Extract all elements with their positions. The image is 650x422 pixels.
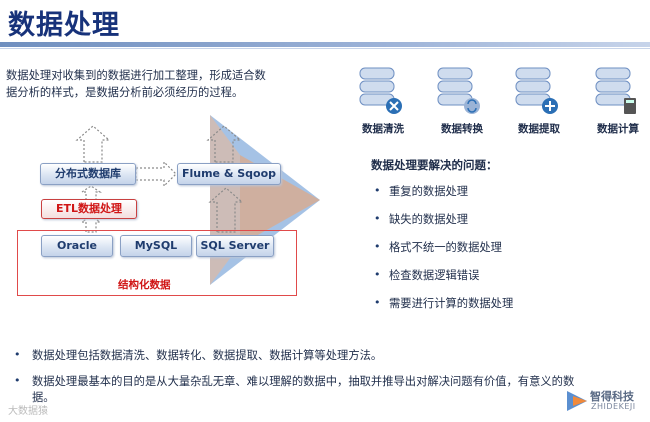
arrow-up-db xyxy=(75,125,111,163)
bottom-bullet-text: 数据处理包括数据清洗、数据转化、数据提取、数据计算等处理方法。 xyxy=(32,349,383,362)
problem-item: 需要进行计算的数据处理 xyxy=(389,297,514,310)
arrow-up-sqlserver xyxy=(208,187,244,233)
flume-sqoop-box: Flume & Sqoop xyxy=(177,163,281,185)
problem-item: 检查数据逻辑错误 xyxy=(389,269,480,282)
bottom-bullet: • xyxy=(14,348,21,361)
watermark-left: 大数据猿 xyxy=(8,406,48,417)
db-icon-extract xyxy=(514,66,558,122)
problem-bullet: • xyxy=(374,240,381,253)
calculator-icon xyxy=(595,67,636,114)
etl-box: ETL数据处理 xyxy=(41,199,137,219)
title-underline xyxy=(0,42,650,47)
mysql-box: MySQL xyxy=(120,235,192,257)
oracle-box: Oracle xyxy=(41,235,113,257)
convert-icon xyxy=(437,67,480,114)
bottom-bullet-text: 数据处理最基本的目的是从大量杂乱无章、难以理解的数据中，抽取并推导出对解决问题有… xyxy=(32,375,575,388)
intro-line-1: 数据处理对收集到的数据进行加工整理，形成适合数 xyxy=(6,69,266,82)
problem-item: 格式不统一的数据处理 xyxy=(389,241,502,254)
clean-x-icon xyxy=(359,67,402,114)
page-title: 数据处理 xyxy=(8,10,120,41)
arrow-up-etl xyxy=(80,185,102,201)
problems-title: 数据处理要解决的问题： xyxy=(371,158,498,172)
problem-item: 重复的数据处理 xyxy=(389,185,469,198)
brand-logo-icon xyxy=(567,391,587,411)
bottom-bullet-text-cont: 据。 xyxy=(32,391,55,404)
sqlserver-box: SQL Server xyxy=(196,235,274,257)
arrow-up-flume xyxy=(206,125,242,163)
db-icon-calc xyxy=(594,66,638,122)
db-label-extract: 数据提取 xyxy=(518,123,560,135)
db-label-convert: 数据转换 xyxy=(441,123,483,135)
problem-bullet: • xyxy=(374,184,381,197)
structured-data-frame xyxy=(17,230,297,296)
db-label-clean: 数据清洗 xyxy=(362,123,404,135)
problem-bullet: • xyxy=(374,296,381,309)
distributed-db-box: 分布式数据库 xyxy=(40,163,136,185)
db-label-calc: 数据计算 xyxy=(597,123,639,135)
intro-line-2: 据分析的样式，是数据分析前必须经历的过程。 xyxy=(6,86,244,99)
bottom-bullet: • xyxy=(14,374,21,387)
structured-data-label: 结构化数据 xyxy=(118,279,171,291)
problem-item: 缺失的数据处理 xyxy=(389,213,469,226)
problem-bullet: • xyxy=(374,268,381,281)
db-icon-clean xyxy=(358,66,402,122)
title-underline-thin xyxy=(0,48,650,49)
problem-bullet: • xyxy=(374,212,381,225)
db-icon-convert xyxy=(436,66,480,122)
extract-plus-icon xyxy=(515,67,558,114)
watermark-right-en: ZHIDEKEJI xyxy=(591,402,636,411)
arrow-right-db-flume xyxy=(135,160,177,188)
watermark-right-cn: 智得科技 xyxy=(590,390,634,403)
